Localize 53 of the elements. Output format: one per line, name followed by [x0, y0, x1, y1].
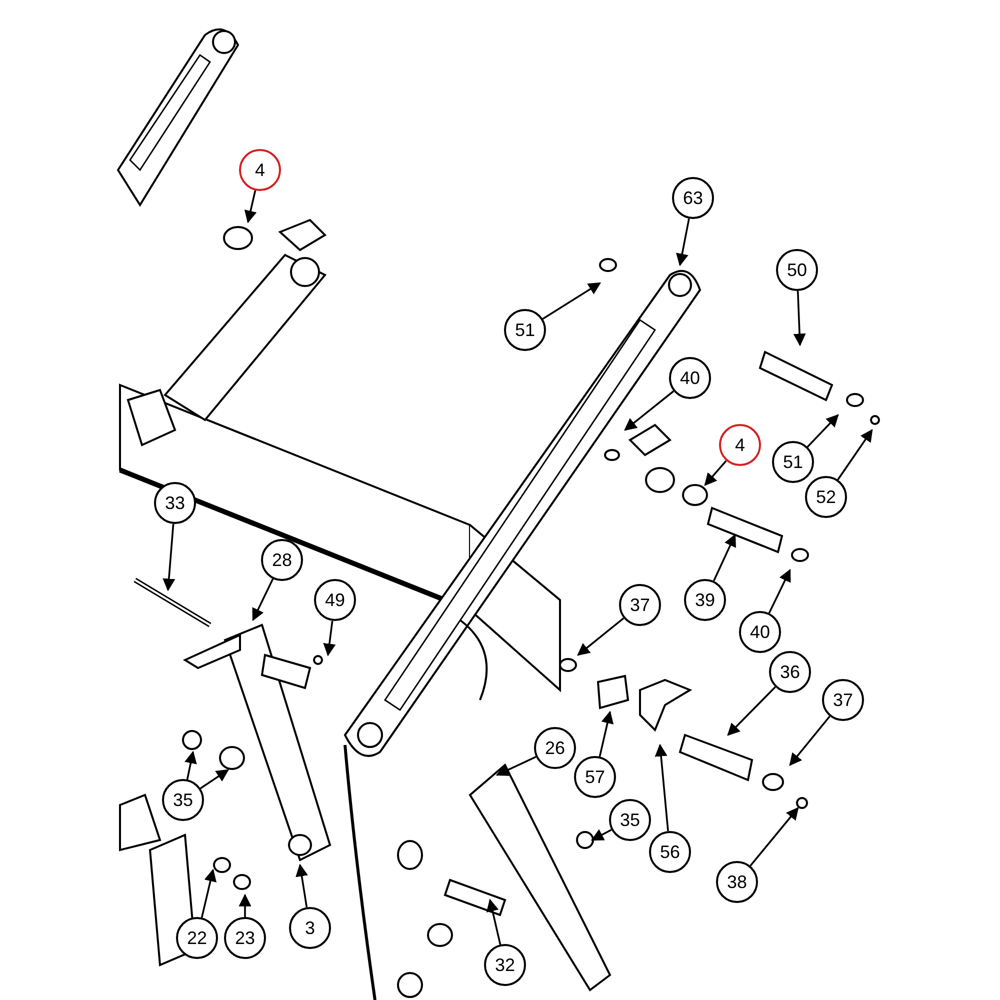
leader-arrow	[252, 578, 274, 622]
leader-arrow	[704, 460, 727, 486]
callout-number: 37	[822, 679, 864, 721]
leader-arrow	[238, 894, 252, 917]
leader-arrow	[577, 617, 624, 656]
callout-number: 4	[719, 424, 761, 466]
callout-number: 57	[574, 756, 616, 798]
leader-arrow	[789, 716, 830, 766]
leader-arrow	[296, 864, 308, 908]
leader-arrow	[793, 290, 806, 346]
callout-number: 23	[224, 917, 266, 959]
callout-number: 50	[776, 249, 818, 291]
leader-arrow	[200, 868, 217, 918]
callout-number: 51	[772, 441, 814, 483]
callout-number: 51	[504, 309, 546, 351]
callout-number: 56	[649, 831, 691, 873]
callout-number: 22	[176, 917, 218, 959]
callout-number: 35	[162, 779, 204, 821]
leader-arrow	[837, 428, 873, 480]
leader-arrow	[184, 750, 197, 780]
leader-arrow	[806, 414, 839, 448]
callout-number: 35	[609, 799, 651, 841]
leader-arrow	[676, 218, 690, 266]
callout-number: 49	[314, 579, 356, 621]
leader-arrow	[496, 756, 536, 776]
callout-number: 36	[769, 651, 811, 693]
callout-number: 37	[619, 584, 661, 626]
leader-arrow	[486, 898, 502, 945]
callout-number: 52	[805, 476, 847, 518]
callout-number: 38	[716, 861, 758, 903]
callout-number: 4	[239, 149, 281, 191]
callout-number: 28	[261, 539, 303, 581]
callout-number: 63	[672, 177, 714, 219]
callout-number: 39	[684, 579, 726, 621]
leader-arrow	[542, 282, 602, 320]
leader-arrow	[590, 828, 612, 841]
callout-number: 40	[669, 357, 711, 399]
callout-number: 40	[739, 611, 781, 653]
callout-number: 26	[534, 727, 576, 769]
callout-number: 32	[484, 944, 526, 986]
leader-arrow	[750, 807, 799, 866]
leader-arrow	[598, 710, 614, 757]
leader-arrow	[654, 744, 669, 832]
leader-arrow	[712, 534, 736, 582]
leader-arrow	[244, 190, 257, 224]
leader-arrow	[200, 769, 230, 790]
leader-arrow	[323, 620, 336, 656]
leader-arrow	[162, 524, 176, 592]
leader-arrow	[624, 390, 674, 431]
leader-arrow	[727, 686, 776, 736]
callout-number: 33	[154, 482, 196, 524]
callout-number: 3	[289, 907, 331, 949]
leader-arrow	[768, 568, 791, 614]
